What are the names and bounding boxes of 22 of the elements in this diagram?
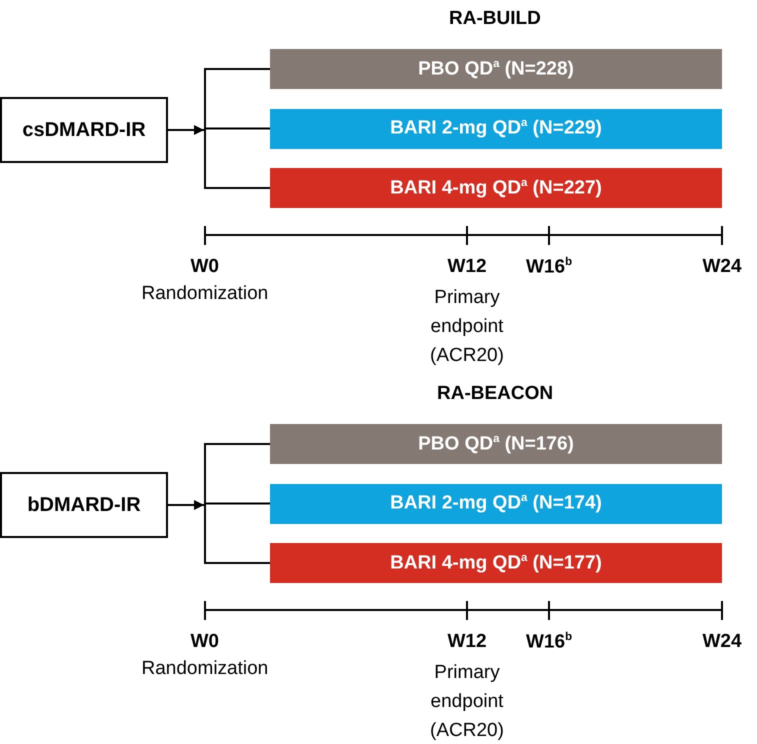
timepoint-label: W16$^{b}$ xyxy=(526,256,572,278)
timepoint-note: Primary endpoint (ACR20) xyxy=(429,661,505,743)
timepoint-note: Primary endpoint (ACR20) xyxy=(429,286,505,368)
timepoint-label: W12 xyxy=(448,631,487,653)
population-box: bDMARD-IR xyxy=(0,472,168,538)
timepoint-label: W0 xyxy=(190,256,219,278)
population-box: csDMARD-IR xyxy=(0,97,168,163)
treatment-arm-bar: PBO QD$^{a}$ (N=176) xyxy=(270,424,722,464)
treatment-arm-bar: BARI 2-mg QD$^{a}$ (N=229) xyxy=(270,108,722,148)
timepoint-label: W24 xyxy=(702,631,742,653)
treatment-arm-bar: BARI 4-mg QD$^{a}$ (N=177) xyxy=(270,543,722,583)
treatment-arm-bar: BARI 2-mg QD$^{a}$ (N=174) xyxy=(270,484,722,524)
treatment-arm-bar: BARI 4-mg QD$^{a}$ (N=227) xyxy=(270,168,722,208)
timepoint-label: W0 xyxy=(190,631,219,653)
timepoint-label: W16$^{b}$ xyxy=(526,631,572,654)
timepoint-note: Randomization xyxy=(142,283,268,305)
section-heading: RA-BEACON xyxy=(437,383,554,405)
timepoint-note: Randomization xyxy=(142,658,268,680)
treatment-arm-bar: PBO QD$^{a}$ (N=228) xyxy=(270,49,722,89)
timepoint-label: W24 xyxy=(702,256,742,278)
timepoint-label: W12 xyxy=(448,256,487,278)
section-heading: RA-BUILD xyxy=(449,8,541,30)
